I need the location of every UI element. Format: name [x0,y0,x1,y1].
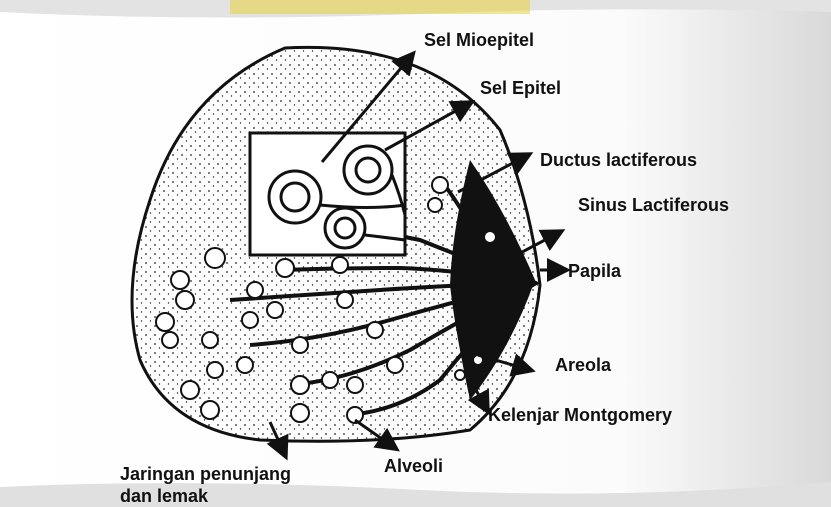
label-sel-mioepitel: Sel Mioepitel [424,30,534,50]
label-jaringan-line2: dan lemak [120,486,208,506]
watermark-band [230,0,530,14]
label-jaringan-line1: Jaringan penunjang [120,464,291,484]
label-papila: Papila [568,261,621,281]
label-alveoli: Alveoli [384,456,443,476]
label-sinus-lactiferous: Sinus Lactiferous [578,195,729,215]
label-sel-epitel: Sel Epitel [480,78,561,98]
label-ductus-lactiferous: Ductus lactiferous [540,150,697,170]
label-areola: Areola [555,355,611,375]
label-kelenjar-montgomery: Kelenjar Montgomery [488,405,672,425]
